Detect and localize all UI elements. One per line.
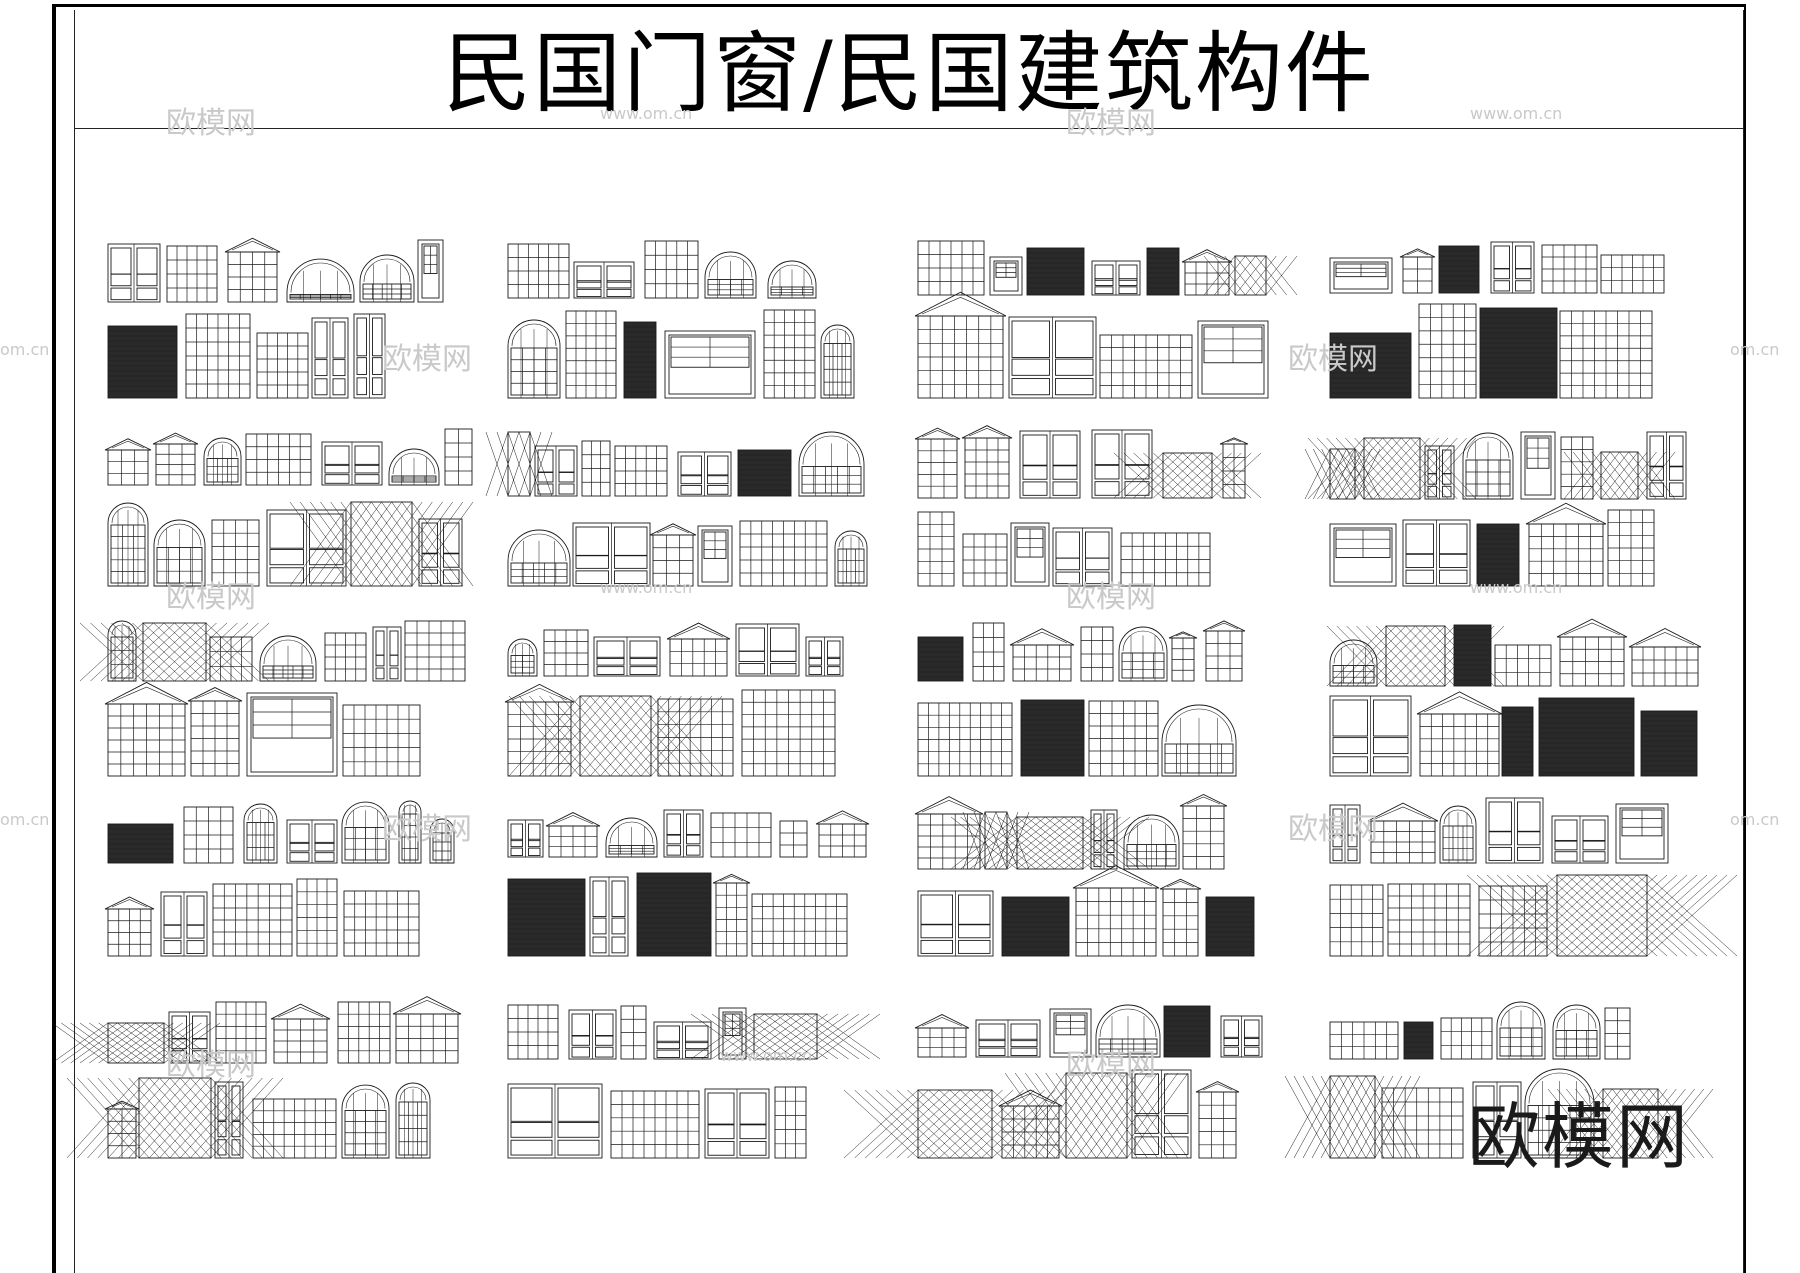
outer-frame-border bbox=[52, 4, 1746, 1273]
elevation-block bbox=[107, 237, 444, 399]
elevation-block bbox=[104, 800, 455, 957]
sheet-title: 民国门窗/民国建筑构件 bbox=[443, 22, 1375, 125]
title-divider-line bbox=[74, 128, 1744, 129]
elevation-block bbox=[1329, 241, 1665, 399]
elevation-block bbox=[914, 425, 1262, 587]
watermark-logo: 欧模网 bbox=[166, 580, 256, 615]
elevation-block bbox=[104, 428, 474, 587]
watermark-logo: 欧模网 bbox=[166, 106, 256, 141]
elevation-block bbox=[914, 794, 1255, 957]
elevation-block bbox=[1284, 1001, 1714, 1159]
elevation-block bbox=[507, 240, 855, 399]
watermark-url: www.om.cn bbox=[1470, 578, 1563, 597]
drawing-layer bbox=[51, 237, 1738, 1159]
elevation-block bbox=[504, 622, 844, 777]
watermark-edge: om.cn bbox=[0, 340, 50, 359]
watermark-edge: om.cn bbox=[1730, 810, 1780, 829]
inner-frame-border bbox=[74, 10, 1744, 1273]
watermark-logo: 欧模网 bbox=[382, 812, 472, 847]
elevation-block bbox=[79, 620, 466, 777]
watermark-logo: 欧模网 bbox=[382, 342, 472, 377]
watermark-logo: 欧模网 bbox=[1288, 342, 1378, 377]
elevation-block bbox=[507, 809, 870, 957]
watermark-url: www.om.cn bbox=[600, 104, 693, 123]
elevation-block bbox=[1326, 618, 1702, 777]
watermark-url: www.om.cn bbox=[600, 578, 693, 597]
watermark-logo-large: 欧模网 bbox=[1468, 1095, 1691, 1179]
elevation-block bbox=[914, 240, 1298, 399]
elevation-block bbox=[843, 1004, 1263, 1159]
watermark-logo: 欧模网 bbox=[1066, 580, 1156, 615]
watermark-logo: 欧模网 bbox=[1066, 106, 1156, 141]
elevation-block bbox=[51, 996, 462, 1159]
elevation-block bbox=[485, 431, 868, 587]
watermark-logo: 欧模网 bbox=[1288, 812, 1378, 847]
elevation-block bbox=[917, 620, 1246, 777]
elevation-block bbox=[1329, 797, 1738, 957]
watermark-logo: 欧模网 bbox=[1066, 1048, 1156, 1083]
watermark-edge: om.cn bbox=[1730, 340, 1780, 359]
watermark-url: www.om.cn bbox=[1470, 104, 1563, 123]
elevation-block bbox=[1304, 431, 1687, 587]
watermark-logo: 欧模网 bbox=[166, 1048, 256, 1083]
watermark-url: www.om.cn bbox=[720, 1046, 813, 1065]
watermark-edge: om.cn bbox=[0, 810, 50, 829]
elevation-block bbox=[507, 1004, 881, 1159]
